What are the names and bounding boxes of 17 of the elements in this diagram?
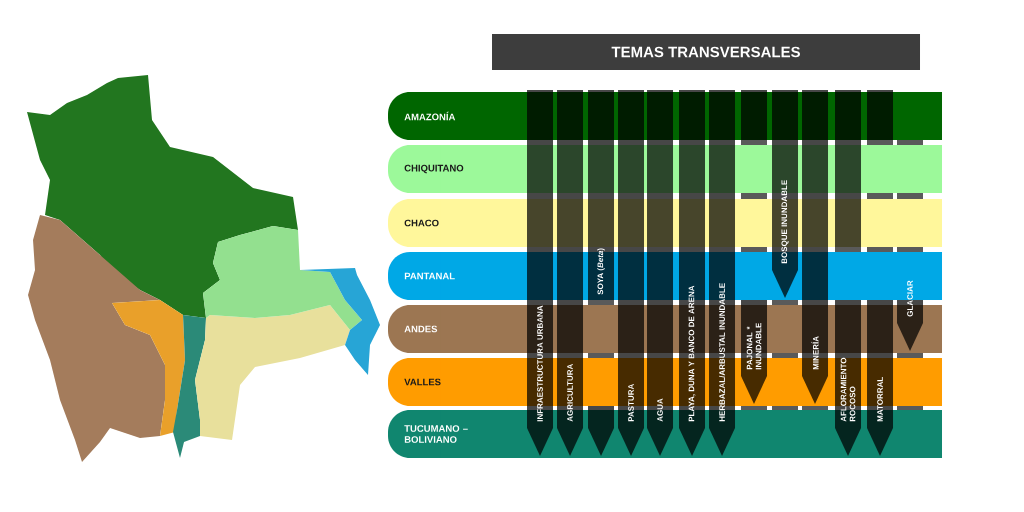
arrow-banner: AFLORAMIENTO ROCOSO — [835, 90, 861, 456]
arrow-banner: AGUA — [647, 90, 673, 456]
arrow-banner: SOYA (Beta) — [588, 90, 614, 456]
arrow-banner: PLAYA, DUNA Y BANCO DE ARENA — [679, 90, 705, 456]
node-label: ANDES — [404, 325, 438, 333]
node-label: VALLES — [404, 378, 441, 386]
arrow-banner: AGRICULTURA — [557, 90, 583, 456]
arrow-banner: MINERÍA — [802, 90, 828, 410]
node-label: CHACO — [404, 219, 439, 227]
arrow-banner: GLACIAR — [897, 140, 923, 410]
arrow-banner: MATORRAL — [867, 90, 893, 456]
arrow-banner: INFRAESTRUCTURA URBANA — [527, 90, 553, 456]
arrow-banner: PAJONAL * INUNDABLE — [741, 90, 767, 410]
arrow-banner: PASTURA — [618, 90, 644, 456]
arrow-banner: BOSQUE INUNDABLE — [772, 90, 798, 410]
arrow-banner: HERBAZAL/ARBUSTAL INUNDABLE — [709, 90, 735, 456]
title-bar: TEMAS TRANSVERSALES — [492, 34, 920, 70]
